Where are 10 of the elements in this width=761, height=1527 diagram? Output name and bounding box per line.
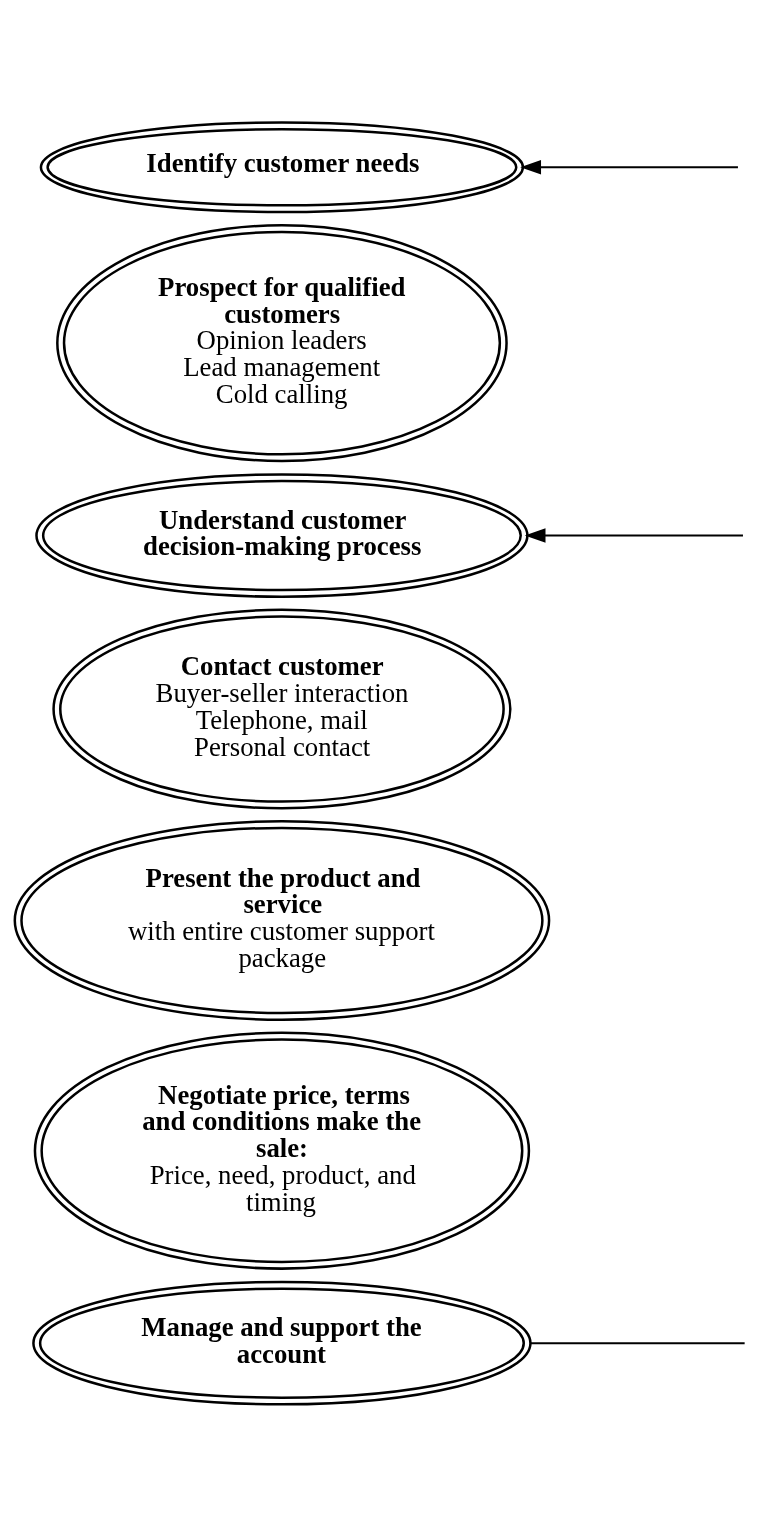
node-ellipse: Manage and support the account (32, 1280, 532, 1406)
node-ellipse: Contact customer Buyer-seller interaction Telephone, mail Personal contact (52, 608, 512, 810)
node-ellipse: Identify customer needs (39, 121, 525, 214)
node-ellipse: Present the product and service with entire customer support package (13, 819, 551, 1021)
node-ellipse: Understand customer decision-making process (35, 473, 529, 598)
arrow (524, 528, 743, 543)
node-ellipse: Negotiate price, terms and conditions make the sale: Price, need, product, and timing (33, 1031, 531, 1270)
arrow (520, 160, 738, 175)
connector (530, 1342, 745, 1345)
node-ellipse: Prospect for qualified customers Opinion leaders Lead management Cold calling (56, 224, 508, 463)
